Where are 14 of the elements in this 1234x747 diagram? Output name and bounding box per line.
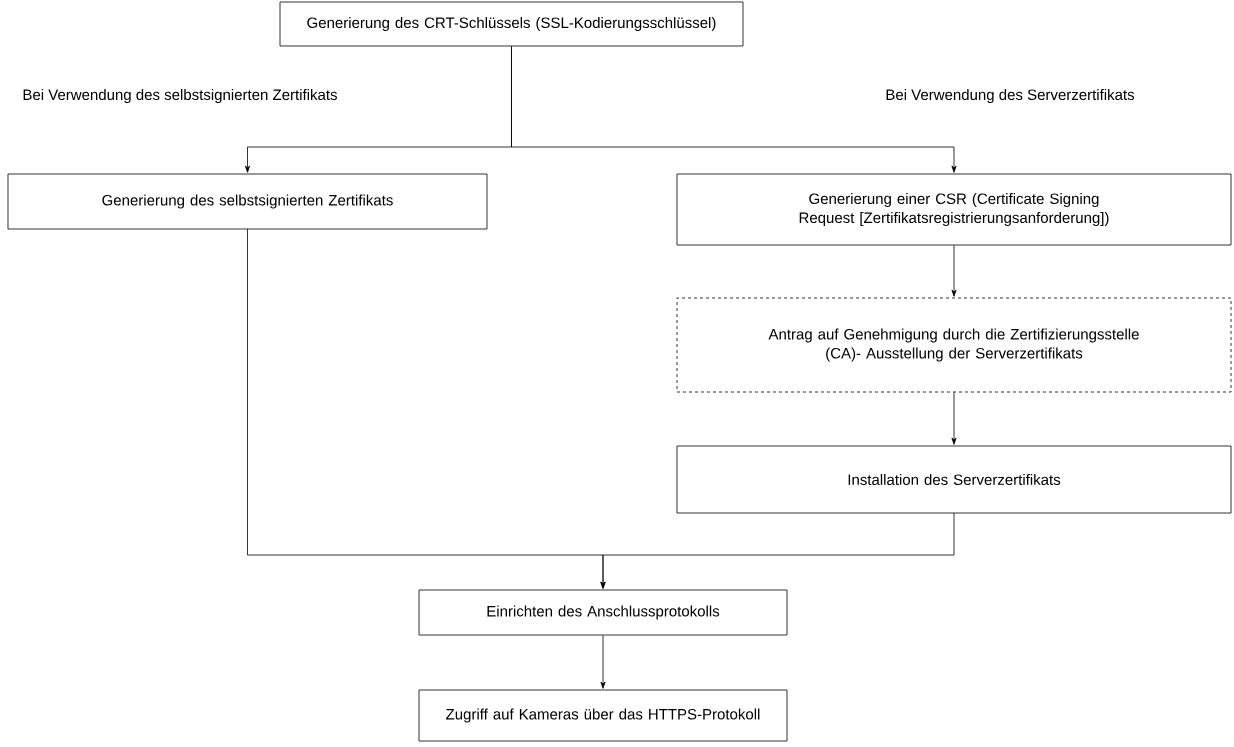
process-box: Installation des Serverzertifikats (676, 445, 1232, 514)
arrow (600, 635, 606, 689)
edge-label: Bei Verwendung des Serverzertifikats (884, 88, 1136, 104)
arrow (951, 245, 957, 297)
edge-label: Bei Verwendung des selbstsignierten Zertifikats (21, 88, 339, 104)
process-box: Generierung einer CSR (Certificate Signing Request [Zertifikatsregistrierungsanforderung]) (676, 173, 1232, 246)
dashed-process-box: Antrag auf Genehmigung durch die Zertifizierungsstelle (CA)- Ausstellung der Serverzertifikats (676, 297, 1232, 393)
arrow (511, 46, 957, 173)
process-box: Generierung des selbstsignierten Zertifikats (7, 173, 488, 230)
process-box: Generierung des CRT-Schlüssels (SSL-Kodierungsschlüssel) (279, 1, 744, 47)
arrow (600, 512, 955, 589)
process-box: Einrichten des Anschlussprotokolls (418, 589, 788, 636)
process-box: Zugriff auf Kameras über das HTTPS-Protokoll (418, 689, 788, 742)
arrow (951, 392, 957, 445)
